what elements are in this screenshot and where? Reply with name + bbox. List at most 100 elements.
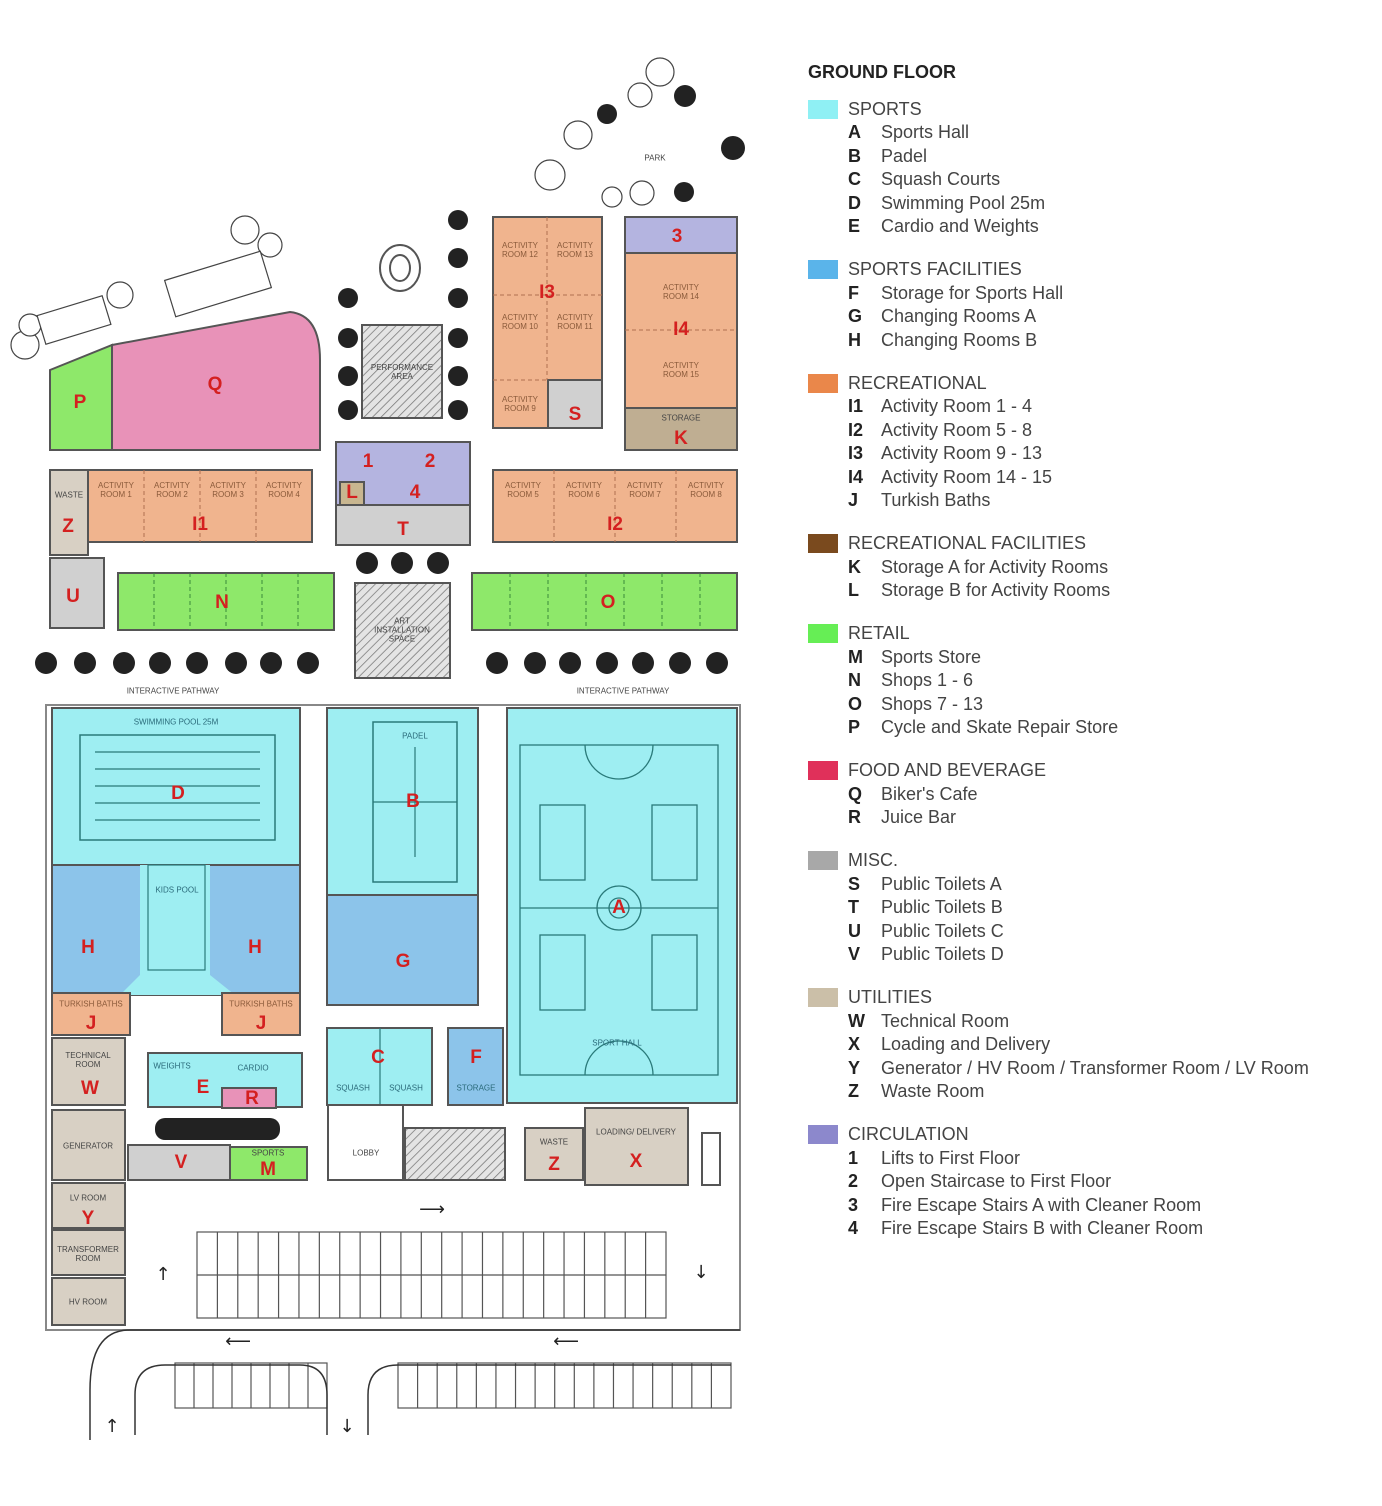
legend-title: GROUND FLOOR: [808, 62, 956, 82]
room-label-2: 2: [425, 451, 436, 472]
legend-item-code: I1: [848, 396, 864, 417]
room-text: PADEL: [402, 731, 428, 741]
legend-item-label: Waste Room: [881, 1081, 985, 1102]
legend-item-code: B: [848, 145, 861, 166]
room-label-i3: I3: [539, 282, 555, 303]
legend-category-name: RETAIL: [848, 623, 910, 643]
legend-item-label: Open Staircase to First Floor: [881, 1171, 1112, 1192]
legend-category-header: RETAIL: [808, 622, 1368, 646]
room-text: TURKISH BATHS: [229, 999, 293, 1009]
legend-item-code: N: [848, 670, 861, 691]
room-v: [127, 1144, 231, 1181]
legend-item: H Changing Rooms B: [808, 329, 1368, 353]
room-label-t: T: [397, 519, 409, 540]
room-text: KIDS POOL: [155, 885, 199, 895]
room-label-c: C: [371, 1047, 385, 1068]
legend-swatch: [808, 534, 838, 553]
room-label-z: Z: [62, 516, 74, 537]
legend-item-label: Lifts to First Floor: [881, 1147, 1021, 1168]
legend-item-label: Sports Hall: [881, 122, 970, 143]
park-trees: [10, 57, 675, 360]
legend-item-code: 1: [848, 1147, 859, 1168]
room-label-r: R: [245, 1088, 259, 1109]
room-text: WEIGHTS: [153, 1061, 191, 1071]
legend-item-code: F: [848, 282, 859, 303]
room-s: [547, 379, 603, 429]
room-label-p: P: [74, 392, 87, 413]
legend-item-code: R: [848, 807, 861, 828]
legend-item-code: P: [848, 717, 861, 738]
room-f: [447, 1027, 504, 1106]
room-a: [506, 707, 738, 1104]
room-r: [221, 1087, 277, 1109]
room-text: TECHNICAL ROOM: [65, 1051, 111, 1069]
performance-area-label: PERFORMANCE AREA: [370, 363, 434, 381]
legend-item-label: Changing Rooms B: [881, 329, 1038, 350]
park-label: PARK: [644, 153, 666, 163]
room-text: SPORT HALL: [592, 1038, 642, 1048]
legend-item-code: V: [848, 944, 861, 965]
legend-item-code: L: [848, 580, 859, 601]
legend-item-code: D: [848, 192, 861, 213]
legend-item-code: 3: [848, 1194, 859, 1215]
legend-item-code: I3: [848, 443, 864, 464]
legend-category-name: RECREATIONAL: [848, 372, 987, 393]
legend-item-code: S: [848, 873, 861, 894]
room-label-z: Z: [548, 1154, 560, 1175]
legend-category-name: FOOD AND BEVERAGE: [848, 760, 1047, 780]
room-text: WASTE: [539, 1137, 569, 1147]
room-label-x: X: [630, 1151, 643, 1172]
room-text: ACTIVITY ROOM 3: [209, 481, 246, 499]
room-text: ACTIVITY ROOM 7: [626, 481, 663, 499]
room-text: ACTIVITY ROOM 1: [97, 481, 134, 499]
art-space-label: ART INSTALLATION SPACE: [374, 616, 430, 644]
legend-item-label: Generator / HV Room / Transformer Room /…: [881, 1057, 1309, 1078]
legend-item-code: Y: [848, 1057, 861, 1078]
legend-item-code: G: [848, 306, 863, 327]
legend-item-code: I2: [848, 419, 864, 440]
room-label-l: L: [346, 482, 358, 503]
performance-area: [361, 324, 443, 419]
room-w: [51, 1037, 126, 1106]
legend-category-header: SPORTS: [808, 97, 1368, 121]
room-text: ACTIVITY ROOM 2: [153, 481, 190, 499]
legend-swatch: [808, 851, 838, 870]
room-label-s: S: [569, 404, 582, 425]
room-label-n: N: [215, 592, 229, 613]
legend-swatch: [808, 373, 838, 393]
svg-text:↓: ↓: [693, 1262, 708, 1283]
legend-category-header: FOOD AND BEVERAGE: [808, 759, 1368, 783]
legend-item-label: Storage for Sports Hall: [881, 282, 1064, 303]
legend-item-code: K: [848, 556, 861, 577]
room-x: [584, 1107, 689, 1186]
room-text: STORAGE: [456, 1083, 496, 1093]
legend-item-label: Juice Bar: [881, 807, 957, 828]
legend-item-code: H: [848, 329, 861, 350]
legend-item-code: W: [848, 1010, 865, 1031]
room-label-o: O: [601, 592, 616, 613]
room-text: ACTIVITY ROOM 10: [501, 313, 538, 331]
room-text: LOADING/ DELIVERY: [596, 1127, 676, 1137]
room-text: ACTIVITY ROOM 5: [504, 481, 541, 499]
room-label-i1: I1: [192, 514, 208, 535]
room-label-4: 4: [410, 482, 421, 503]
room-text: ACTIVITY ROOM 12: [501, 241, 538, 259]
room-t: [335, 504, 471, 546]
block-o: [471, 572, 738, 631]
room-text: STORAGE: [661, 413, 701, 423]
